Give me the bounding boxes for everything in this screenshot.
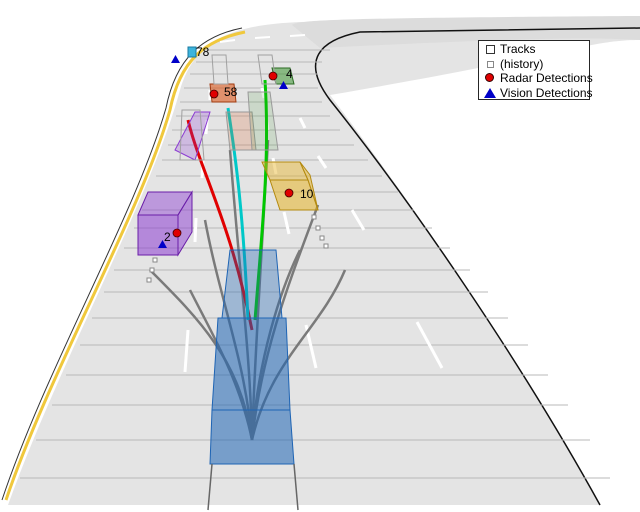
- legend-item-history: (history): [483, 57, 585, 72]
- history-squares: [146, 214, 329, 283]
- lane-markings-far: [219, 34, 306, 43]
- track-label-10: 10: [300, 187, 314, 201]
- track-box-78: [187, 46, 197, 58]
- track-label-78: 78: [196, 45, 210, 59]
- track-label-4: 4: [286, 67, 293, 81]
- white-square-icon: [483, 43, 497, 55]
- radar-trail-left: [186, 119, 254, 331]
- legend-label: Tracks: [500, 42, 536, 57]
- road-far-curve: [292, 16, 640, 48]
- red-circle-icon: [483, 72, 497, 84]
- road-surface: [8, 18, 640, 505]
- legend-item-tracks: Tracks: [483, 42, 585, 57]
- track-label-2: 2: [164, 230, 171, 244]
- track-box-2: [137, 111, 211, 257]
- road-left-edge: [4, 30, 246, 501]
- vision-detections: [158, 55, 288, 248]
- legend-label: Radar Detections: [500, 71, 593, 86]
- radar-trail-green: [253, 79, 269, 321]
- radar-trail-cyan: [226, 107, 250, 321]
- track-box-4: [247, 67, 295, 151]
- road-left-edge-outer: [1, 27, 243, 501]
- road-right-edge: [314, 27, 640, 506]
- track-label-58: 58: [224, 85, 238, 99]
- radar-detections: [172, 71, 294, 238]
- blue-triangle-icon: [483, 87, 497, 99]
- legend-item-vision: Vision Detections: [483, 86, 593, 101]
- track-labels: 78 4 58 10 2: [164, 45, 314, 244]
- legend-label: (history): [500, 56, 544, 71]
- legend: Tracks (history) Radar Detections Vision…: [478, 40, 593, 101]
- ego-vehicle: [207, 249, 299, 511]
- track-box-10: [261, 161, 319, 211]
- ghost-history-boxes: [179, 54, 277, 161]
- small-square-icon: [483, 58, 497, 70]
- legend-label: Vision Detections: [500, 85, 593, 100]
- legend-item-radar: Radar Detections: [483, 71, 593, 86]
